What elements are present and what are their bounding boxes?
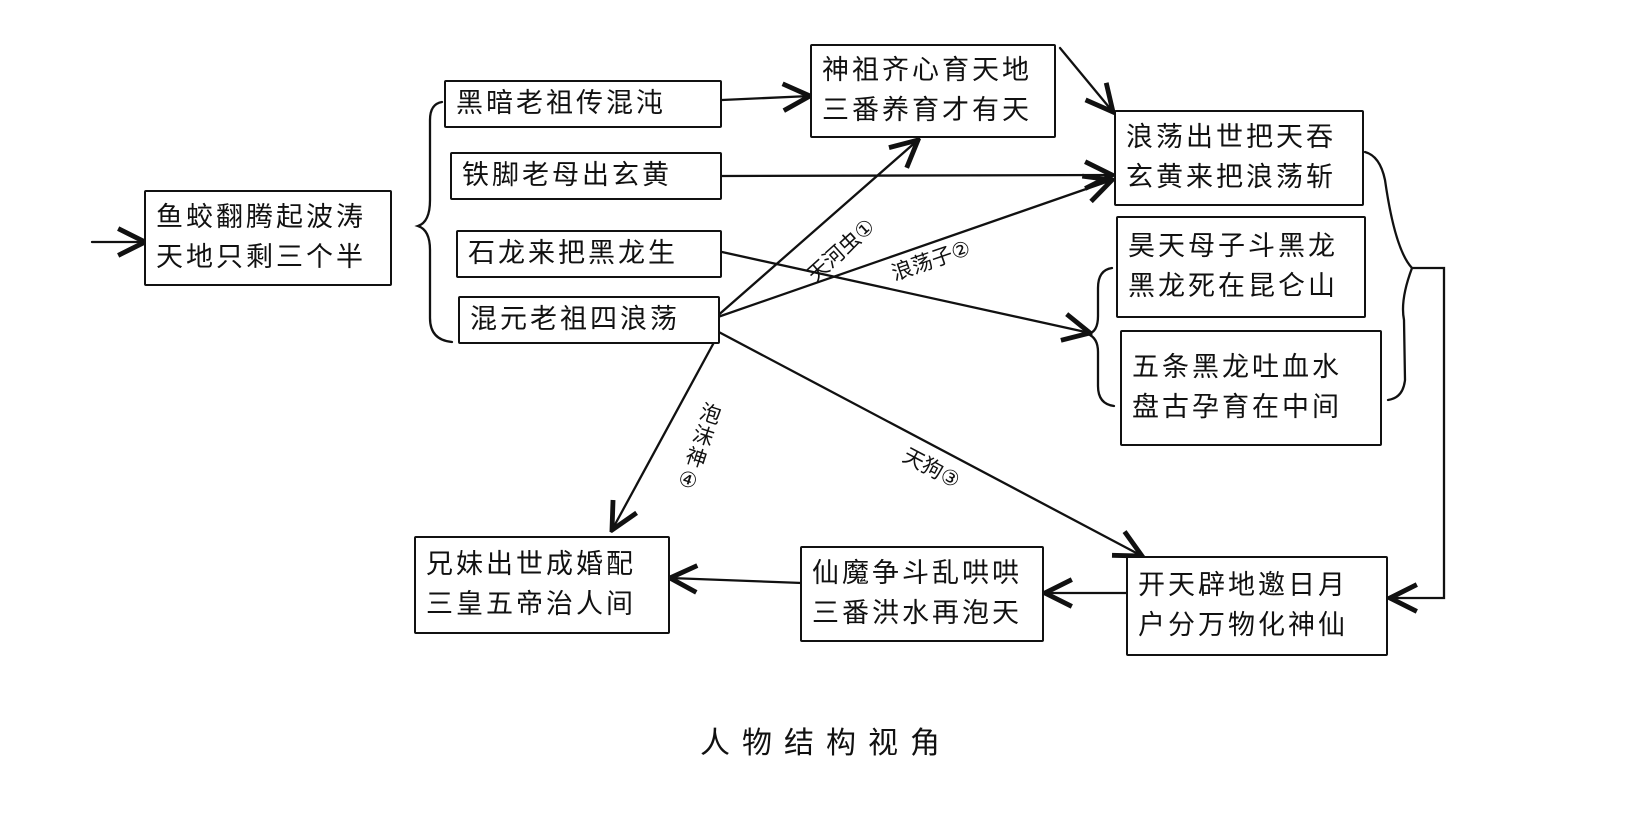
node-line: 三番养育才有天 <box>822 95 1032 126</box>
node-xianmo: 仙魔争斗乱哄哄 三番洪水再泡天 <box>800 546 1044 642</box>
node-line: 仙魔争斗乱哄哄 <box>812 558 1022 589</box>
node-shenzu: 神祖齐心育天地 三番养育才有天 <box>810 44 1056 138</box>
diagram-title: 人物结构视角 <box>700 726 952 761</box>
edge-shilong-haotian <box>720 250 1090 333</box>
node-xiongmei: 兄妹出世成婚配 三皇五帝治人间 <box>414 536 670 634</box>
node-tiejiao: 铁脚老母出玄黄 <box>450 152 722 200</box>
edge-heian-shenzu <box>720 96 810 100</box>
node-line: 五条黑龙吐血水 <box>1132 352 1342 383</box>
node-line: 石龙来把黑龙生 <box>468 238 678 269</box>
edge-xianmo-xiongmei <box>670 578 804 583</box>
node-line: 混元老祖四浪荡 <box>470 304 680 335</box>
node-wutiao: 五条黑龙吐血水 盘古孕育在中间 <box>1120 330 1382 446</box>
node-line: 铁脚老母出玄黄 <box>462 160 672 191</box>
node-line: 黑暗老祖传混沌 <box>456 88 666 119</box>
node-root: 鱼蛟翻腾起波涛 天地只剩三个半 <box>144 190 392 286</box>
node-kaitian: 开天辟地邀日月 户分万物化神仙 <box>1126 556 1388 656</box>
node-line: 玄黄来把浪荡斩 <box>1126 162 1336 193</box>
edge-tiejiao-langdang <box>720 175 1112 176</box>
mid-brace <box>1083 266 1116 408</box>
edge-brace-kaitian <box>1390 266 1446 598</box>
node-line: 三皇五帝治人间 <box>426 589 636 620</box>
edge-shenzu-langdang <box>1058 46 1113 112</box>
edge-hunyuan-kaitian <box>713 328 1142 556</box>
node-line: 鱼蛟翻腾起波涛 <box>156 202 366 233</box>
node-hunyuan: 混元老祖四浪荡 <box>458 296 720 344</box>
edge-hunyuan-xiongmei <box>612 333 720 530</box>
node-line: 三番洪水再泡天 <box>812 598 1022 629</box>
node-shilong: 石龙来把黑龙生 <box>456 230 722 278</box>
edge-hunyuan-shenzu <box>713 140 918 320</box>
node-line: 神祖齐心育天地 <box>822 55 1032 86</box>
node-line: 开天辟地邀日月 <box>1138 570 1348 601</box>
node-line: 户分万物化神仙 <box>1138 610 1348 641</box>
root-brace <box>414 100 454 344</box>
node-haotian: 昊天母子斗黑龙 黑龙死在昆仑山 <box>1116 216 1366 318</box>
node-heian: 黑暗老祖传混沌 <box>444 80 722 128</box>
node-line: 浪荡出世把天吞 <box>1126 122 1336 153</box>
node-line: 天地只剩三个半 <box>156 242 366 273</box>
node-line: 昊天母子斗黑龙 <box>1128 231 1338 262</box>
node-line: 盘古孕育在中间 <box>1132 392 1342 423</box>
node-line: 兄妹出世成婚配 <box>426 549 636 580</box>
node-line: 黑龙死在昆仑山 <box>1128 271 1338 302</box>
node-langdang: 浪荡出世把天吞 玄黄来把浪荡斩 <box>1114 110 1364 206</box>
edge-hunyuan-langdang <box>713 180 1112 320</box>
